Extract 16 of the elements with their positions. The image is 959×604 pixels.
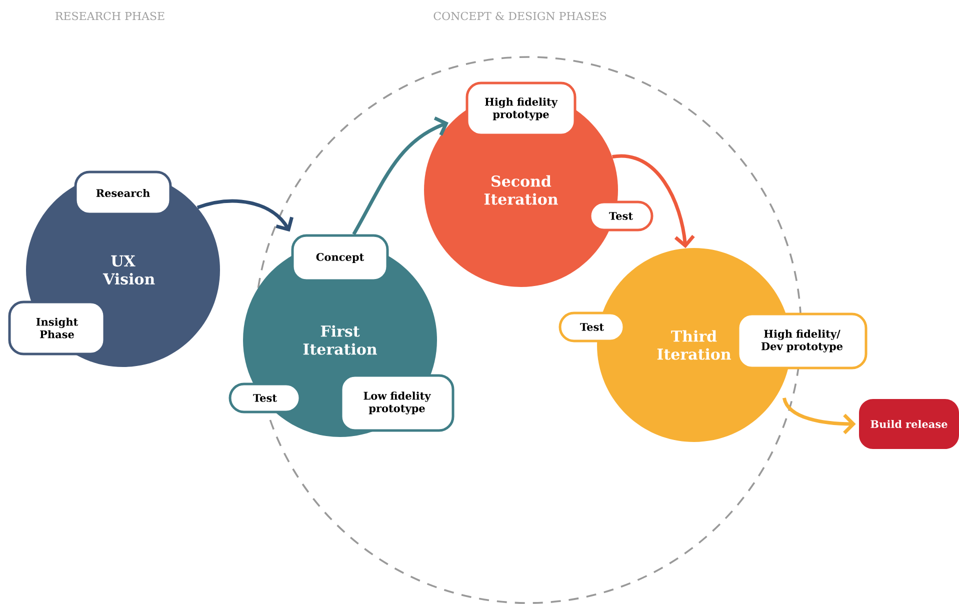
step-pill: Concept (291, 234, 389, 282)
step-pill: Test (228, 382, 302, 414)
arrow (196, 199, 294, 232)
step-pill: Test (588, 200, 654, 232)
arrow (612, 154, 695, 248)
arrow (782, 397, 856, 434)
step-pill: Test (558, 312, 626, 342)
step-pill: High fidelity/ Dev prototype (736, 312, 868, 370)
release-box: Build release (859, 399, 959, 449)
step-pill: Low fidelity prototype (340, 374, 454, 432)
phase-heading: RESEARCH PHASE (56, 12, 164, 20)
step-pill: Insight Phase (8, 300, 106, 356)
step-pill: High fidelity prototype (466, 82, 576, 136)
arrow (352, 116, 449, 236)
phase-heading: CONCEPT & DESIGN PHASES (434, 12, 606, 20)
step-pill: Research (74, 170, 172, 216)
